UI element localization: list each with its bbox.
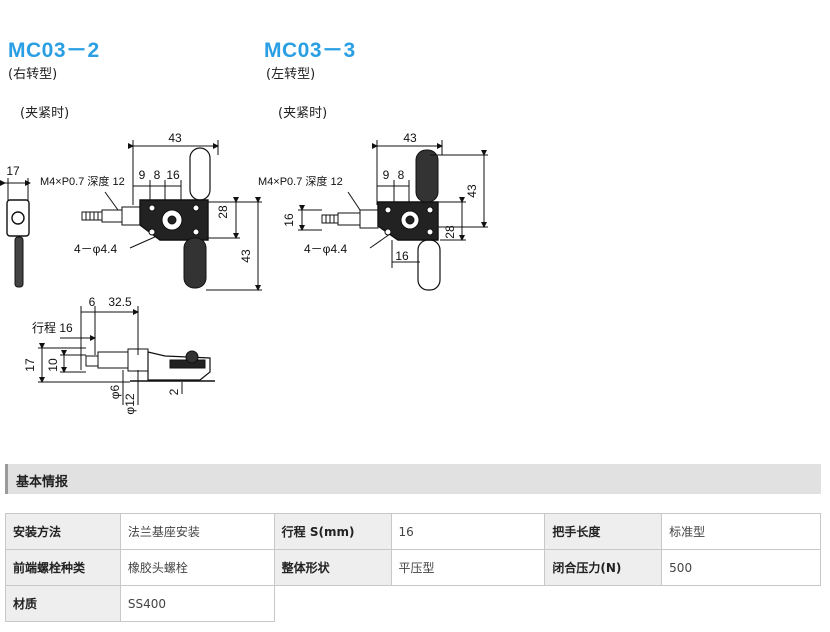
right-model-title: MC03－3 [264,39,356,62]
spec-value: 16 [390,513,546,550]
left-dim-8: 8 [154,168,161,182]
right-holes-label: 4－φ4.4 [304,242,347,256]
left-stroke-label: 行程 16 [32,320,73,335]
left-model-title: MC03－2 [8,39,100,62]
spec-value: 标准型 [661,513,821,550]
technical-drawings: 43 17 M4×P0.7 深度 12 9 8 16 28 43 4－φ4.4 … [0,131,488,415]
right-dim-9: 9 [383,168,390,182]
section-header: 基本情报 [5,464,821,494]
left-state-label: (夹紧时) [20,106,70,121]
spec-key: 整体形状 [273,549,392,586]
left-dim-width: 17 [6,164,20,178]
left-dim-6: 6 [89,295,96,309]
spec-key: 把手长度 [544,513,663,550]
spec-table: 安装方法 法兰基座安装 行程 S(mm) 16 把手长度 标准型 前端螺栓种类 … [5,513,821,622]
left-side-view [38,306,215,405]
left-holes-label: 4－φ4.4 [74,242,117,256]
spec-value: 平压型 [390,549,546,586]
right-thread-label: M4×P0.7 深度 12 [258,174,343,188]
left-thread-label: M4×P0.7 深度 12 [40,174,125,188]
left-rotation-label: (右转型) [8,67,58,82]
left-dim-10: 10 [46,358,60,372]
spec-key: 前端螺栓种类 [5,549,121,586]
right-dim-16v: 16 [282,213,296,227]
right-state-label: (夹紧时) [278,106,328,121]
left-dim-325: 32.5 [108,295,132,309]
right-top-view [298,140,488,291]
left-dim-2: 2 [167,388,181,395]
spec-key: 材质 [5,585,121,622]
spec-value: 橡胶头螺栓 [119,549,275,586]
right-dim-43v: 43 [465,184,479,198]
left-dim-phi6: φ6 [108,384,122,399]
left-dim-43v: 43 [239,249,253,263]
right-dim-16: 16 [395,249,409,263]
left-dim-phi12: φ12 [123,393,137,414]
left-top-view [0,140,262,291]
spec-value: 法兰基座安装 [119,513,275,550]
right-rotation-label: (左转型) [266,67,316,82]
right-dim-overall: 43 [403,131,417,145]
right-dim-28: 28 [443,225,457,239]
spec-value: SS400 [119,585,275,622]
spec-value: 500 [661,549,821,586]
table-row: 材质 SS400 [5,585,821,622]
spec-key: 行程 S(mm) [273,513,392,550]
left-dim-28: 28 [216,205,230,219]
right-dim-8: 8 [398,168,405,182]
spec-key: 安装方法 [5,513,121,550]
section-title: 基本情报 [16,474,69,489]
table-row: 安装方法 法兰基座安装 行程 S(mm) 16 把手长度 标准型 [5,513,821,550]
left-dim-overall: 43 [168,131,182,145]
table-row: 前端螺栓种类 橡胶头螺栓 整体形状 平压型 闭合压力(N) 500 [5,549,821,586]
empty-cell [274,585,821,622]
left-dim-17: 17 [23,358,37,372]
left-dim-16: 16 [166,168,180,182]
spec-key: 闭合压力(N) [544,549,663,586]
left-dim-9: 9 [139,168,146,182]
